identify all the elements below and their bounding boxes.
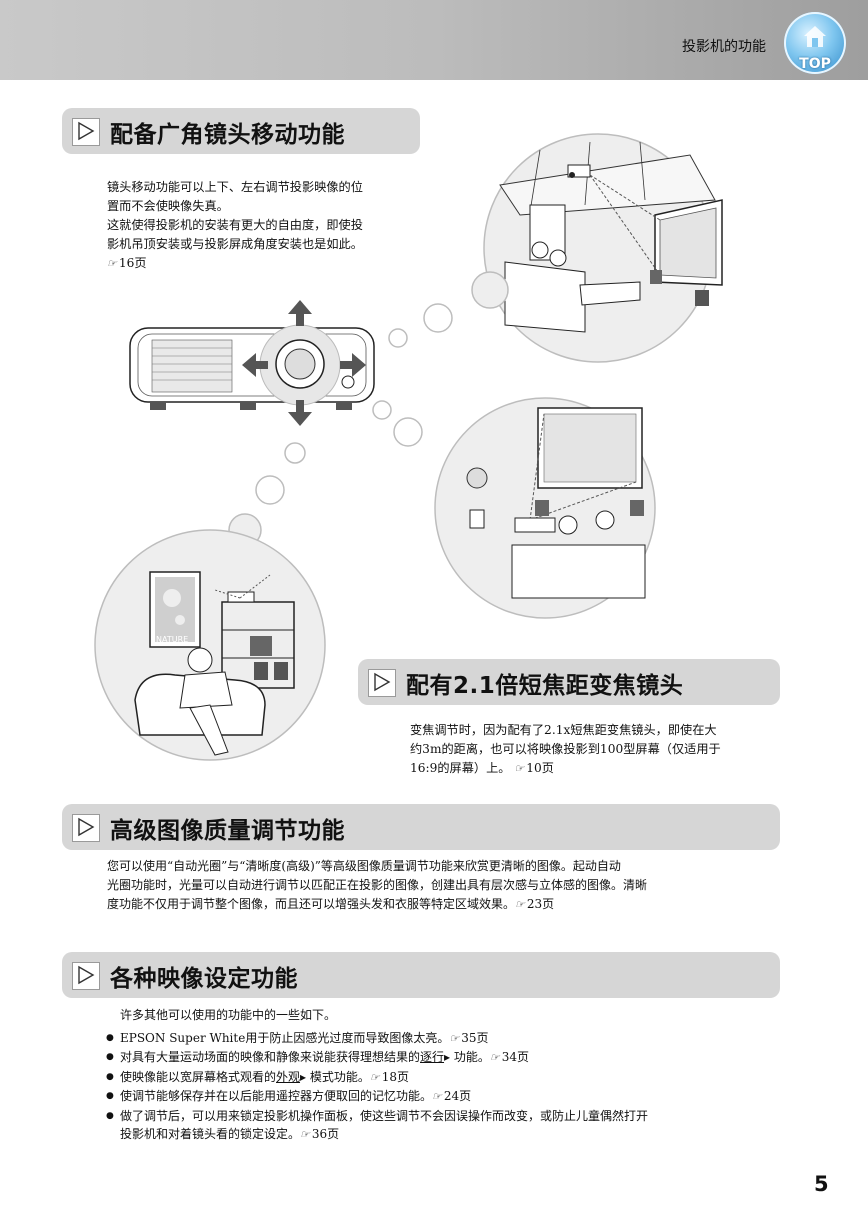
pointing-hand-icon: ☞ xyxy=(300,1128,310,1142)
page-reference-link[interactable]: ☞10页 xyxy=(514,761,554,775)
text-line: 度功能不仅用于调节整个图像，而且还可以增强头发和衣服等特定区域效果。 xyxy=(107,897,516,911)
top-button[interactable]: TOP xyxy=(784,12,846,74)
section-bar-lens-shift: 配备广角镜头移动功能 xyxy=(62,108,420,154)
page-reference-link[interactable]: ☞36页 xyxy=(300,1127,339,1141)
living-room-illustration: NATURE xyxy=(94,529,326,761)
pointing-hand-icon: ☞ xyxy=(515,898,525,911)
top-button-label: TOP xyxy=(799,56,831,72)
feature-illustration: NATURE xyxy=(94,133,723,761)
text-line: 16:9的屏幕）上。 xyxy=(410,761,511,775)
list-item-text: 对具有大量运动场面的映像和静像来说能获得理想结果的 xyxy=(120,1050,421,1065)
triangle-icon xyxy=(368,669,396,697)
section-bar-settings: 各种映像设定功能 xyxy=(62,952,780,998)
list-item-text: 做了调节后，可以用来锁定投影机操作面板，使这些调节不会因误操作而改变，或防止儿童… xyxy=(120,1108,649,1123)
triangle-icon xyxy=(72,118,100,146)
text-line: 镜头移动功能可以上下、左右调节投影映像的位 xyxy=(107,180,363,194)
page-header-title: 投影机的功能 xyxy=(682,39,766,55)
list-item-text: 模式功能。 xyxy=(306,1069,370,1084)
image-quality-description: 您可以使用“自动光圈”与“清晰度(高级)”等高级图像质量调节功能来欣赏更清晰的图… xyxy=(107,857,787,914)
section-title: 配有2.1倍短焦距变焦镜头 xyxy=(406,673,684,699)
section-bar-image-quality: 高级图像质量调节功能 xyxy=(62,804,780,850)
glossary-link-progressive[interactable]: 逐行 xyxy=(420,1050,445,1065)
settings-feature-list: EPSON Super White用于防止因感光过度而导致图像太亮。☞35页 对… xyxy=(106,1029,786,1144)
text-line: 影机吊顶安装或与投影屏成角度安装也是如此。 xyxy=(107,237,363,251)
projector-front-illustration xyxy=(129,300,375,426)
list-item-text: EPSON Super White用于防止因感光过度而导致图像太亮。 xyxy=(120,1031,450,1045)
pointing-hand-icon: ☞ xyxy=(369,1070,380,1084)
text-line: 变焦调节时，因为配有了2.1x短焦距变焦镜头，即使在大 xyxy=(410,723,717,737)
list-item: 使映像能以宽屏幕格式观看的外观▸ 模式功能。☞18页 xyxy=(106,1068,786,1087)
page-reference-text: 36页 xyxy=(311,1127,340,1142)
page-reference-link[interactable]: ☞34页 xyxy=(490,1050,529,1064)
poster-text: NATURE xyxy=(156,635,188,644)
glossary-arrow-icon: ▸ xyxy=(300,1069,307,1084)
home-icon xyxy=(804,26,826,47)
pointing-hand-icon: ☞ xyxy=(514,762,525,775)
page-reference-text: 18页 xyxy=(381,1069,410,1084)
glossary-arrow-icon: ▸ xyxy=(444,1050,451,1065)
ceiling-room-illustration xyxy=(483,133,723,363)
lens-shift-description: 镜头移动功能可以上下、左右调节投影映像的位 置而不会使映像失真。 这就使得投影机… xyxy=(107,178,437,273)
list-item-text: 功能。 xyxy=(450,1050,490,1065)
page-reference-link[interactable]: ☞23页 xyxy=(515,897,554,911)
zoom-description: 变焦调节时，因为配有了2.1x短焦距变焦镜头，即使在大 约3m的距离，也可以将映… xyxy=(410,721,780,778)
list-item-text: 使调节能够保存并在以后能用遥控器方便取回的记忆功能。 xyxy=(120,1089,433,1104)
list-item-text: 使映像能以宽屏幕格式观看的 xyxy=(120,1069,277,1084)
section-title: 高级图像质量调节功能 xyxy=(110,818,345,844)
pointing-hand-icon: ☞ xyxy=(449,1032,460,1045)
text-line: 置而不会使映像失真。 xyxy=(107,199,229,213)
pointing-hand-icon: ☞ xyxy=(107,257,117,270)
page-reference-text: 34页 xyxy=(501,1050,530,1065)
section-title: 各种映像设定功能 xyxy=(110,966,298,992)
page-reference-link[interactable]: ☞16页 xyxy=(107,256,147,270)
text-line: 约3m的距离，也可以将映像投影到100型屏幕（仅适用于 xyxy=(410,742,721,756)
section-title: 配备广角镜头移动功能 xyxy=(110,122,345,148)
list-item-text: 投影机和对着镜头看的锁定设定。 xyxy=(120,1127,301,1142)
page-reference-text: 35页 xyxy=(461,1031,489,1045)
triangle-icon xyxy=(72,962,100,990)
page-reference-link[interactable]: ☞35页 xyxy=(449,1031,488,1045)
text-line: 您可以使用“自动光圈”与“清晰度(高级)”等高级图像质量调节功能来欣赏更清晰的图… xyxy=(107,859,621,873)
page-reference-text: 10页 xyxy=(526,761,554,775)
list-item: 使调节能够保存并在以后能用遥控器方便取回的记忆功能。☞24页 xyxy=(106,1087,786,1106)
list-item: 对具有大量运动场面的映像和静像来说能获得理想结果的逐行▸ 功能。☞34页 xyxy=(106,1048,786,1067)
text-line: 光圈功能时，光量可以自动进行调节以匹配正在投影的图像，创建出具有层次感与立体感的… xyxy=(107,878,648,892)
pointing-hand-icon: ☞ xyxy=(432,1090,442,1104)
page-reference-text: 16页 xyxy=(118,256,147,270)
screen-room-illustration xyxy=(434,397,656,619)
page-reference-link[interactable]: ☞18页 xyxy=(370,1070,409,1084)
page-reference-link[interactable]: ☞24页 xyxy=(432,1089,471,1103)
pointing-hand-icon: ☞ xyxy=(489,1051,500,1065)
text-line: 这就使得投影机的安装有更大的自由度，即使投 xyxy=(107,218,363,232)
triangle-icon xyxy=(72,814,100,842)
page-reference-text: 23页 xyxy=(526,897,555,911)
list-item: 做了调节后，可以用来锁定投影机操作面板，使这些调节不会因误操作而改变，或防止儿童… xyxy=(106,1107,786,1145)
settings-intro: 许多其他可以使用的功能中的一些如下。 xyxy=(120,1008,337,1022)
list-item: EPSON Super White用于防止因感光过度而导致图像太亮。☞35页 xyxy=(106,1029,786,1048)
section-bar-zoom: 配有2.1倍短焦距变焦镜头 xyxy=(358,659,780,705)
page-number: 5 xyxy=(814,1172,829,1196)
glossary-link-aspect[interactable]: 外观 xyxy=(276,1069,301,1084)
page-reference-text: 24页 xyxy=(443,1089,472,1104)
header-bar xyxy=(0,0,868,80)
